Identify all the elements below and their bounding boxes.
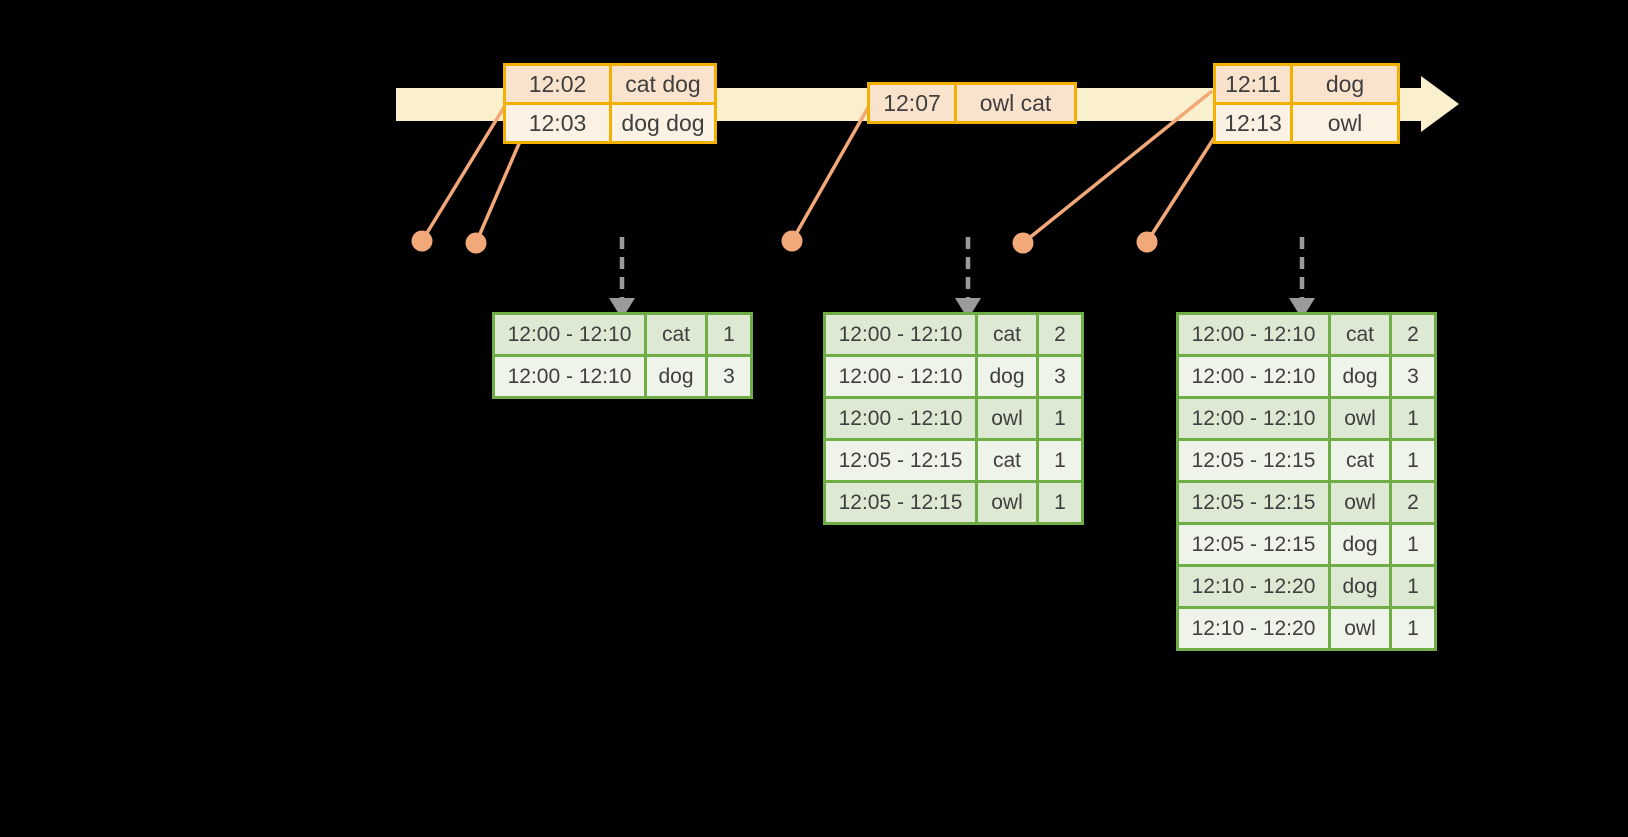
window-range-cell: 12:05 - 12:15: [1176, 480, 1331, 525]
count-cell: 3: [1389, 354, 1437, 399]
word-cell: owl: [1328, 606, 1392, 651]
event-connector-line: [474, 138, 523, 244]
event-words-cell: owl: [1290, 102, 1400, 144]
count-cell: 1: [1036, 438, 1084, 483]
window-range-cell: 12:00 - 12:10: [823, 312, 978, 357]
event-words-cell: dog: [1290, 63, 1400, 105]
count-cell: 2: [1036, 312, 1084, 357]
count-cell: 3: [1036, 354, 1084, 399]
event-time-cell: 12:07: [867, 82, 957, 124]
event-dot-icon: [1012, 232, 1034, 254]
count-cell: 1: [1389, 438, 1437, 483]
count-cell: 1: [705, 312, 753, 357]
event-time-cell: 12:03: [503, 102, 612, 144]
word-cell: owl: [1328, 480, 1392, 525]
count-cell: 1: [1036, 396, 1084, 441]
window-range-cell: 12:05 - 12:15: [1176, 522, 1331, 567]
event-time-cell: 12:11: [1213, 63, 1293, 105]
word-cell: cat: [1328, 312, 1392, 357]
window-range-cell: 12:00 - 12:10: [1176, 354, 1331, 399]
word-cell: dog: [1328, 564, 1392, 609]
event-dot-icon: [465, 232, 487, 254]
count-cell: 3: [705, 354, 753, 399]
word-cell: dog: [644, 354, 708, 399]
count-cell: 1: [1389, 522, 1437, 567]
window-range-cell: 12:00 - 12:10: [1176, 312, 1331, 357]
word-cell: dog: [1328, 354, 1392, 399]
event-dot-icon: [411, 230, 433, 252]
timeline-arrowhead-icon: [1421, 76, 1459, 132]
window-range-cell: 12:05 - 12:15: [823, 438, 978, 483]
event-connector-line: [790, 105, 871, 242]
word-cell: cat: [975, 312, 1039, 357]
word-cell: dog: [975, 354, 1039, 399]
event-words-cell: dog dog: [609, 102, 717, 144]
event-connector-line: [420, 103, 508, 242]
event-dot-icon: [1136, 231, 1158, 253]
event-time-cell: 12:13: [1213, 102, 1293, 144]
window-range-cell: 12:00 - 12:10: [1176, 396, 1331, 441]
count-cell: 2: [1389, 312, 1437, 357]
count-cell: 2: [1389, 480, 1437, 525]
window-range-cell: 12:10 - 12:20: [1176, 606, 1331, 651]
window-range-cell: 12:00 - 12:10: [823, 396, 978, 441]
event-dot-icon: [781, 230, 803, 252]
word-cell: owl: [1328, 396, 1392, 441]
count-cell: 1: [1389, 564, 1437, 609]
window-range-cell: 12:05 - 12:15: [1176, 438, 1331, 483]
word-cell: cat: [644, 312, 708, 357]
count-cell: 1: [1036, 480, 1084, 525]
window-range-cell: 12:10 - 12:20: [1176, 564, 1331, 609]
word-cell: owl: [975, 396, 1039, 441]
window-range-cell: 12:00 - 12:10: [492, 354, 647, 399]
event-words-cell: cat dog: [609, 63, 717, 105]
window-range-cell: 12:00 - 12:10: [492, 312, 647, 357]
event-time-cell: 12:02: [503, 63, 612, 105]
count-cell: 1: [1389, 606, 1437, 651]
window-range-cell: 12:00 - 12:10: [823, 354, 978, 399]
count-cell: 1: [1389, 396, 1437, 441]
word-cell: cat: [1328, 438, 1392, 483]
window-range-cell: 12:05 - 12:15: [823, 480, 978, 525]
word-cell: owl: [975, 480, 1039, 525]
event-words-cell: owl cat: [954, 82, 1077, 124]
word-cell: cat: [975, 438, 1039, 483]
word-cell: dog: [1328, 522, 1392, 567]
